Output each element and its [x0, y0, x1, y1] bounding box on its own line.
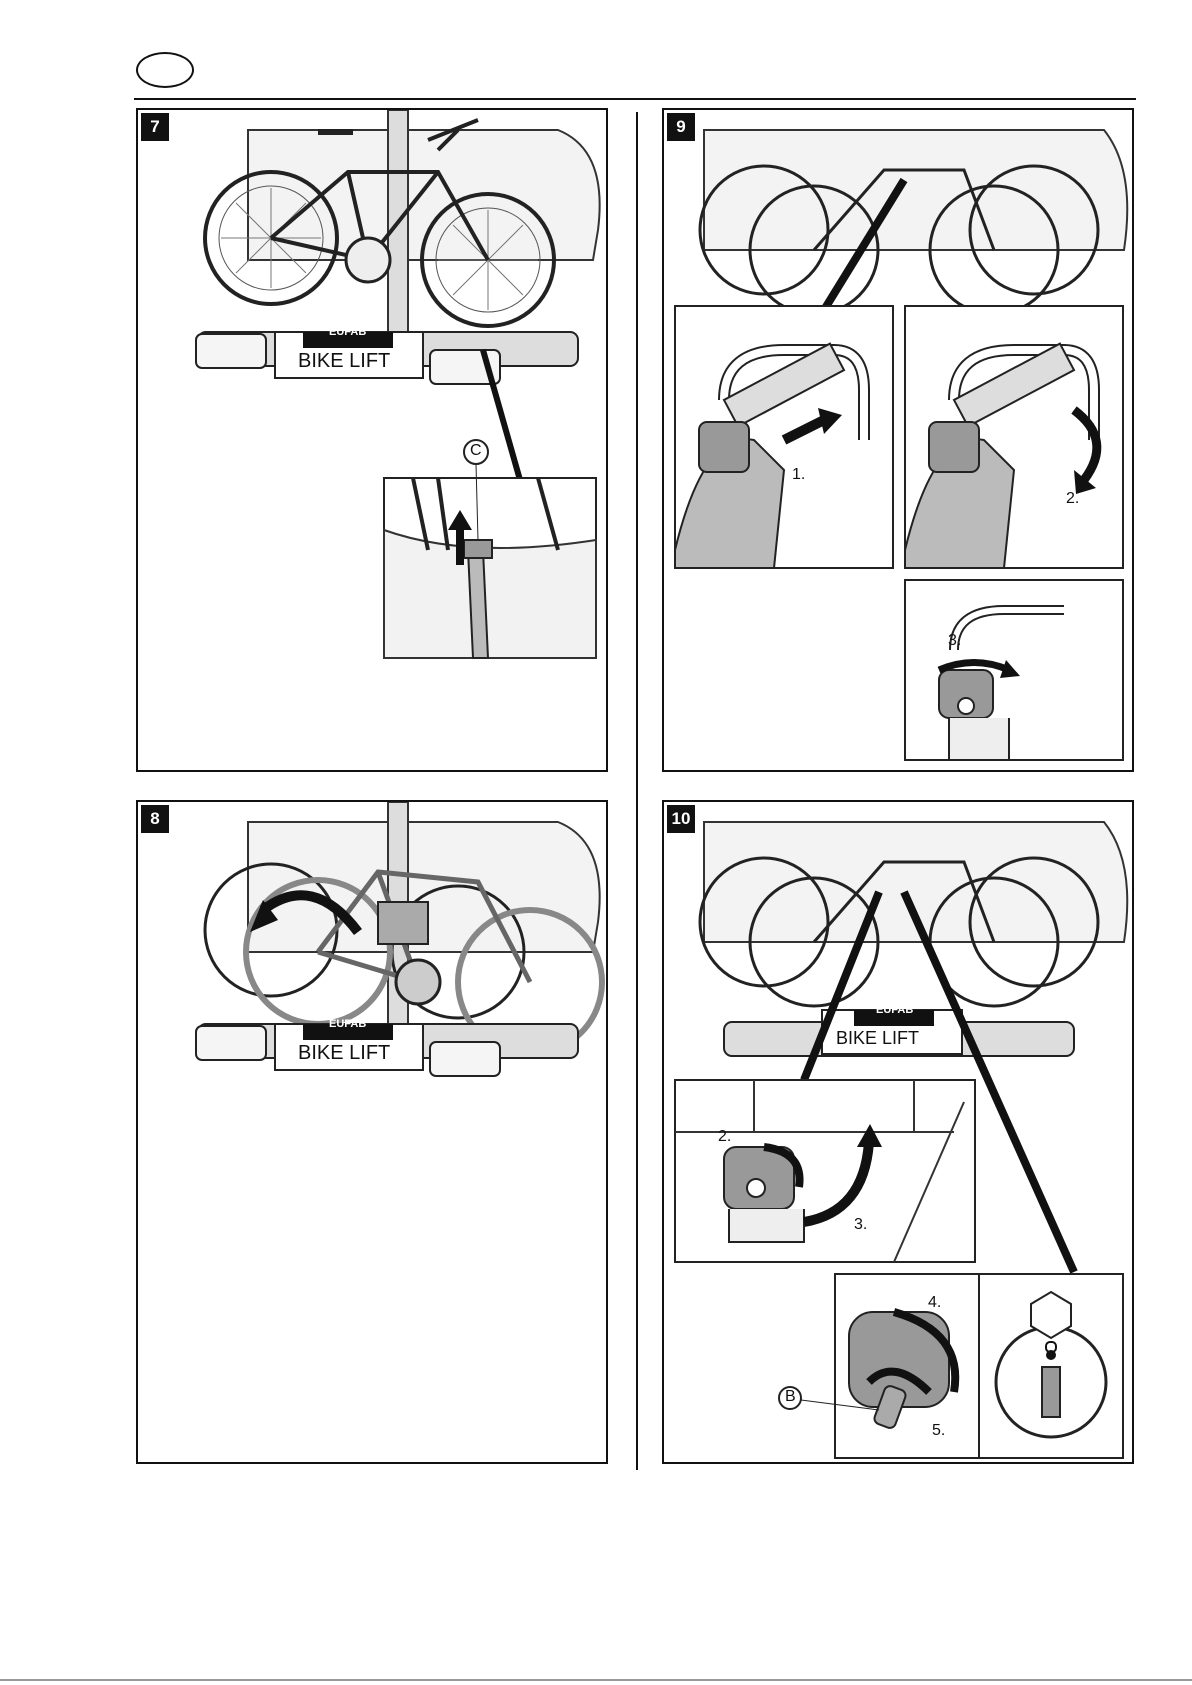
- header-rule: [134, 98, 1136, 100]
- plate-model: BIKE LIFT: [836, 1028, 919, 1049]
- bike-carrier-illustration: [664, 802, 1134, 1464]
- plate-brand: EUFAB: [329, 326, 366, 338]
- bike-carrier-illustration: [664, 110, 1134, 772]
- language-oval: [136, 52, 194, 88]
- step-panel-7: 7 C EUFAB BIKE LIFT: [136, 108, 608, 772]
- plate-model: BIKE LIFT: [298, 350, 390, 373]
- plate-brand: EUFAB: [876, 1004, 913, 1016]
- step-4-label: 4.: [928, 1294, 941, 1312]
- bicycle-illustration: [138, 802, 608, 1464]
- step-panel-10: 10 2. 3. 4. 5. B EUFAB: [662, 800, 1134, 1464]
- step-2-label: 2.: [718, 1128, 731, 1146]
- step-3-label: 3.: [948, 632, 961, 650]
- step-panel-8: 8 EUFAB BIKE LIFT: [136, 800, 608, 1464]
- column-divider: [636, 112, 638, 1470]
- step-5-label: 5.: [932, 1422, 945, 1440]
- step-1-label: 1.: [792, 466, 805, 484]
- bicycle-illustration: [138, 110, 608, 772]
- callout-c: C: [470, 442, 482, 460]
- step-3-label: 3.: [854, 1216, 867, 1234]
- step-2-label: 2.: [1066, 490, 1079, 508]
- step-panel-9: 9 1. 2. 3.: [662, 108, 1134, 772]
- callout-b: B: [785, 1388, 796, 1406]
- plate-brand: EUFAB: [329, 1018, 366, 1030]
- plate-model: BIKE LIFT: [298, 1042, 390, 1065]
- page-bottom-rule: [0, 1679, 1192, 1681]
